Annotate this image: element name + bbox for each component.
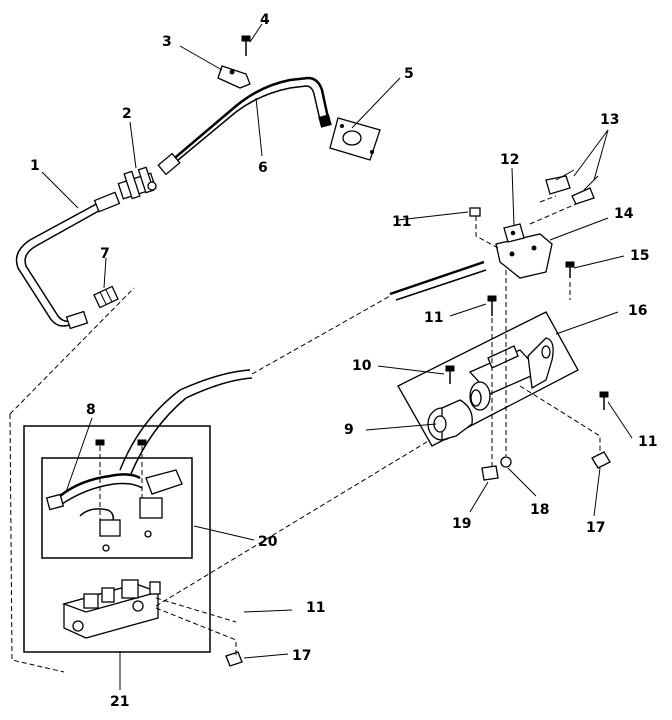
callout-15: 15 (630, 248, 649, 264)
burner-cap-part-9 (427, 399, 473, 441)
callout-21: 21 (110, 694, 129, 710)
bracket-plate-part-5 (329, 117, 381, 161)
callout-11-mid: 11 (424, 310, 443, 326)
callout-9: 9 (344, 422, 354, 438)
callout-labels: 1 2 3 4 5 6 7 8 9 10 11 11 11 11 12 13 1… (30, 12, 657, 710)
callout-17-bottom: 17 (292, 648, 311, 664)
callout-16: 16 (628, 303, 647, 319)
screw-part-11-top (469, 207, 481, 217)
callout-6: 6 (258, 160, 268, 176)
gas-valve-body (61, 579, 161, 639)
washer-part-18 (500, 456, 512, 468)
leader-lines (41, 23, 633, 690)
callout-17-right: 17 (586, 520, 605, 536)
callout-10: 10 (352, 358, 372, 374)
screw-part-11-mid (487, 295, 497, 316)
callout-11-bottom: 11 (306, 600, 325, 616)
electrode-part-12 (503, 223, 525, 243)
fitting-part-2 (117, 166, 157, 200)
callout-11-top: 11 (392, 214, 411, 230)
callout-11-right: 11 (638, 434, 657, 450)
callout-1: 1 (30, 158, 40, 174)
assembly-lines (9, 195, 601, 673)
screw-part-10 (445, 365, 455, 384)
screw-part-15 (565, 261, 575, 278)
callout-20: 20 (258, 534, 278, 550)
callout-12: 12 (500, 152, 519, 168)
electrode-part-13 (545, 169, 599, 205)
callout-7: 7 (100, 246, 110, 262)
callout-14: 14 (614, 206, 634, 222)
callout-2: 2 (122, 106, 132, 122)
valve-box-part-21 (23, 425, 211, 653)
nut-part-7 (93, 285, 119, 309)
clip-part-3 (217, 65, 251, 89)
callout-5: 5 (404, 66, 414, 82)
callout-13: 13 (600, 112, 619, 128)
solenoid-harness-part-8 (45, 439, 183, 552)
pilot-tube-part-6 (157, 76, 332, 176)
callout-18: 18 (530, 502, 549, 518)
nut-part-17-bottom (225, 651, 243, 667)
burner-body (468, 337, 554, 411)
callout-8: 8 (86, 402, 96, 418)
electrode-wires (119, 260, 487, 477)
callout-4: 4 (260, 12, 270, 28)
gas-tube-part-1 (15, 191, 121, 330)
screw-part-11-right (599, 391, 609, 410)
callout-19: 19 (452, 516, 471, 532)
nut-part-17-right (591, 451, 611, 469)
callout-3: 3 (162, 34, 172, 50)
solenoid-box-part-20 (41, 457, 193, 559)
screw-part-4 (241, 35, 251, 56)
nut-part-19 (481, 465, 499, 481)
igniter-bracket-part-14 (495, 233, 553, 279)
